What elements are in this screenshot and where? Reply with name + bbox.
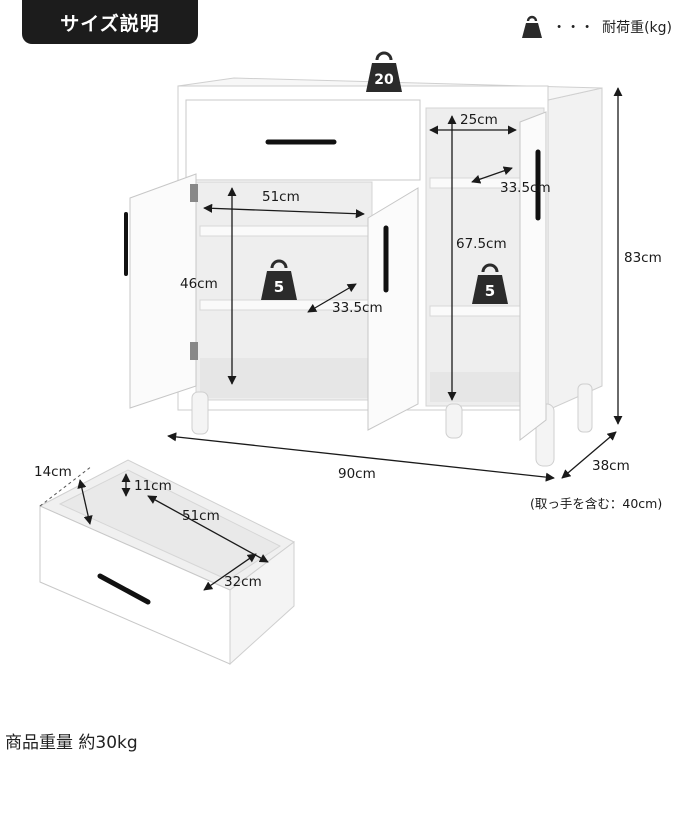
middle-door <box>367 187 419 431</box>
dimension-arrows <box>167 87 623 482</box>
dim-width: 90cm <box>338 466 376 482</box>
legend-dots: ・・・ <box>552 20 595 36</box>
dim-left-height: 46cm <box>180 276 218 292</box>
dim-depth: 38cm <box>592 458 630 474</box>
dimension-labels: 51cm 46cm 33.5cm 25cm 33.5cm 67.5cm 83cm… <box>34 112 662 590</box>
load-legend: ・・・ 耐荷重(kg) <box>520 10 672 44</box>
dim-left-depth: 33.5cm <box>332 300 383 316</box>
load-value-left: 5 <box>274 278 284 296</box>
drawer-arrows <box>77 473 269 591</box>
dim-height: 83cm <box>624 250 662 266</box>
load-badge-right: 5 <box>472 263 508 304</box>
left-door <box>129 173 197 409</box>
dim-right-width: 25cm <box>460 112 498 128</box>
leg <box>191 391 209 435</box>
right-door <box>519 111 547 442</box>
dim-drawer-inner-width: 51cm <box>182 508 220 524</box>
load-value-right: 5 <box>485 282 495 300</box>
dim-right-depth: 33.5cm <box>500 180 551 196</box>
drawer-detail-handle <box>97 573 151 605</box>
weight-icon <box>522 15 543 38</box>
load-badge-left: 5 <box>261 259 297 300</box>
leg <box>445 403 463 439</box>
dim-depth-note: (取っ手を含む：40cm) <box>530 496 662 511</box>
legend-label: 耐荷重(kg) <box>602 20 672 36</box>
dim-drawer-inner-height: 11cm <box>134 478 172 494</box>
load-badge-top: 20 <box>366 51 402 92</box>
dim-left-width: 51cm <box>262 189 300 205</box>
dim-drawer-inner-depth: 32cm <box>224 574 262 590</box>
page-title: サイズ説明 <box>22 0 198 44</box>
dim-right-height: 67.5cm <box>456 236 507 252</box>
cabinet <box>124 77 603 467</box>
dim-drawer-height: 14cm <box>34 464 72 480</box>
leg <box>577 383 593 433</box>
load-value-top: 20 <box>374 72 394 88</box>
cabinet-dimension-diagram: 20 5 5 51cm 46cm <box>34 51 662 666</box>
product-weight: 商品重量 約30kg <box>5 733 138 753</box>
